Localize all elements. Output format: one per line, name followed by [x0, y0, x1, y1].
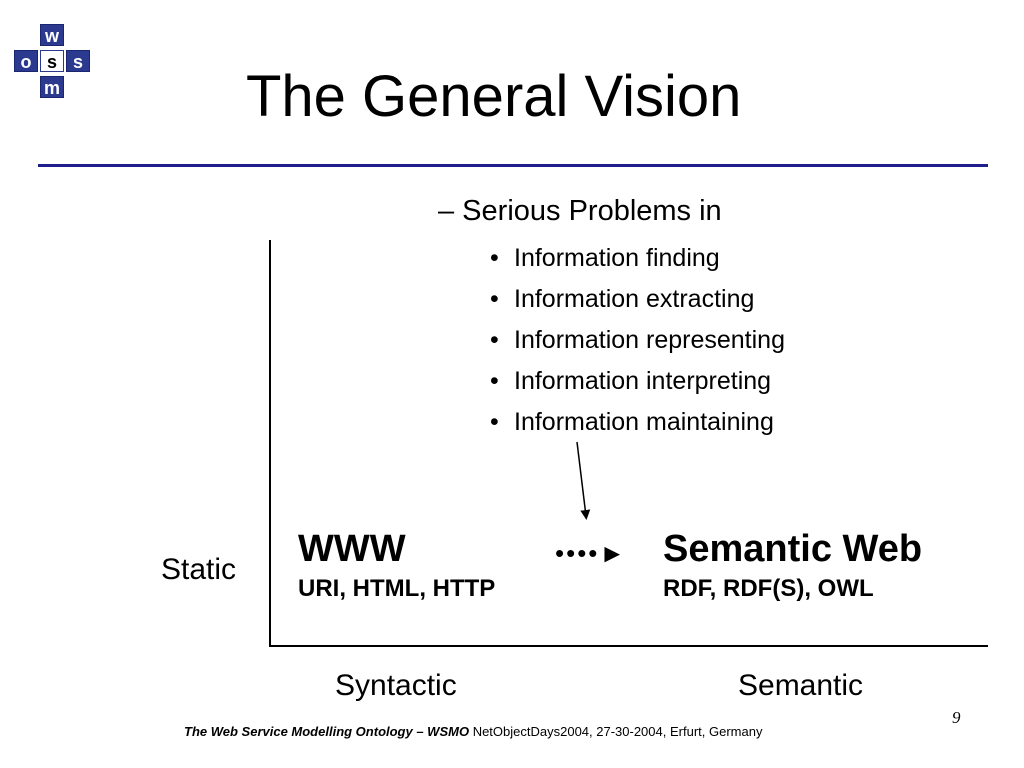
pointer-arrow — [576, 441, 591, 520]
footer: The Web Service Modelling Ontology – WSM… — [184, 723, 762, 741]
www-title: WWW — [298, 528, 406, 570]
bullet-icon: • — [490, 326, 499, 354]
syntactic-axis-label: Syntactic — [335, 669, 457, 702]
list-item: • Information finding — [490, 240, 785, 281]
page-number: 9 — [952, 708, 961, 727]
title-divider — [38, 164, 988, 167]
list-item-text: Information extracting — [514, 285, 755, 313]
footer-event: NetObjectDays2004, 27-30-2004, Erfurt, G… — [469, 724, 763, 739]
logo-cell-left: o — [14, 50, 38, 72]
logo-cell-right: s — [66, 50, 90, 72]
logo-cell-top: w — [40, 24, 64, 46]
semantic-web-title: Semantic Web — [663, 528, 923, 570]
list-item-text: Information representing — [514, 326, 785, 354]
www-subtitle: URI, HTML, HTTP — [298, 575, 496, 602]
footer-title: The Web Service Modelling Ontology – WSM… — [184, 724, 470, 739]
bullet-icon: • — [490, 408, 499, 436]
dotted-arrow: ••••► — [555, 538, 628, 568]
logo-cell-center: s — [40, 50, 64, 72]
list-item-text: Information finding — [514, 244, 720, 272]
semantic-web-subtitle: RDF, RDF(S), OWL — [663, 575, 874, 602]
bullet-icon: • — [490, 285, 499, 313]
list-item: • Information extracting — [490, 281, 785, 322]
list-item: • Information interpreting — [490, 363, 785, 404]
semantic-axis-label: Semantic — [738, 669, 864, 702]
list-item-text: Information maintaining — [514, 408, 774, 436]
static-axis-label: Static — [161, 553, 237, 586]
slide-title: The General Vision — [246, 64, 742, 129]
problems-heading: – Serious Problems in — [438, 195, 722, 227]
bullet-icon: • — [490, 367, 499, 395]
wsmo-logo: w o s s m — [0, 0, 110, 110]
list-item: • Information representing — [490, 322, 785, 363]
bullet-icon: • — [490, 244, 499, 272]
list-item-text: Information interpreting — [514, 367, 772, 395]
list-item: • Information maintaining — [490, 404, 785, 445]
problems-list: • Information finding • Information extrac… — [490, 240, 785, 445]
logo-cell-bottom: m — [40, 76, 64, 98]
